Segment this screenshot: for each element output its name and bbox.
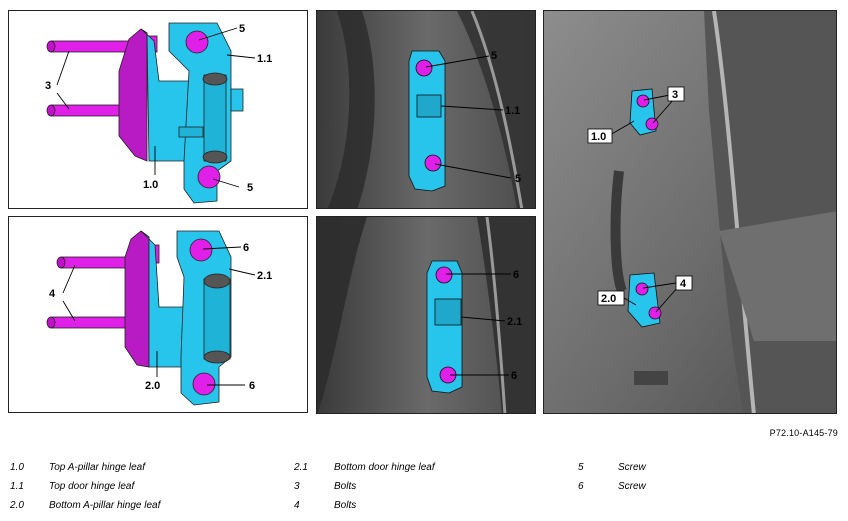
callout-1-1: 1.1 [257,53,272,65]
legend-text: Bottom A-pillar hinge leaf [49,500,161,511]
callout-1-0: 1.0 [143,179,158,191]
panel-bottom-hinge-installed: 6 2.1 6 [316,216,536,414]
legend-text: Bottom door hinge leaf [334,462,435,473]
bolt-shaft-lower [46,316,136,329]
legend-text: Bolts [334,500,357,511]
callout-3: 3 [45,80,51,92]
callout-1-0: 1.0 [591,131,606,143]
callout-6-top: 6 [243,242,249,254]
legend-num: 1.0 [10,462,24,473]
callout-1-1: 1.1 [505,105,520,117]
callout-5-bottom: 5 [515,173,521,185]
callout-2-1: 2.1 [507,316,522,328]
legend-text: Top door hinge leaf [49,481,135,492]
legend-text: Screw [618,481,646,492]
bolt-shaft-upper [46,40,138,53]
panel-top-hinge-detail: 5 1.1 3 1.0 5 [8,10,308,209]
callout-6-top: 6 [513,269,519,281]
callout-5-top: 5 [239,23,245,35]
panel-top-hinge-installed: 5 1.1 5 [316,10,536,209]
callout-2-0: 2.0 [601,293,616,305]
legend-text: Screw [618,462,646,473]
callout-6-bottom: 6 [511,370,517,382]
legend-text: Top A-pillar hinge leaf [49,462,145,473]
panel-bottom-hinge-detail: 6 2.1 4 2.0 6 [8,216,308,413]
callout-3: 3 [672,89,678,101]
legend-num: 5 [578,462,584,473]
callout-5-bottom: 5 [247,182,253,194]
figure-reference: P72.10-A145-79 [769,428,838,438]
legend-num: 6 [578,481,584,492]
callout-6-bottom: 6 [249,380,255,392]
callout-4: 4 [49,288,56,300]
callout-5-top: 5 [491,50,497,62]
legend-num: 1.1 [10,481,24,492]
legend-num: 4 [294,500,300,511]
callout-2-0: 2.0 [145,380,160,392]
door-hinge-leaf-2-1 [426,260,463,394]
panel-a-pillar-overview: 3 1.0 2.0 4 [543,10,837,414]
legend-num: 2.1 [294,462,308,473]
legend-num: 3 [294,481,300,492]
callout-4: 4 [680,278,687,290]
top-hinge-installed [629,88,659,136]
a-pillar-hinge-leaf-2-0 [124,230,150,368]
callout-2-1: 2.1 [257,270,272,282]
legend-num: 2.0 [10,500,24,511]
legend-text: Bolts [334,481,357,492]
